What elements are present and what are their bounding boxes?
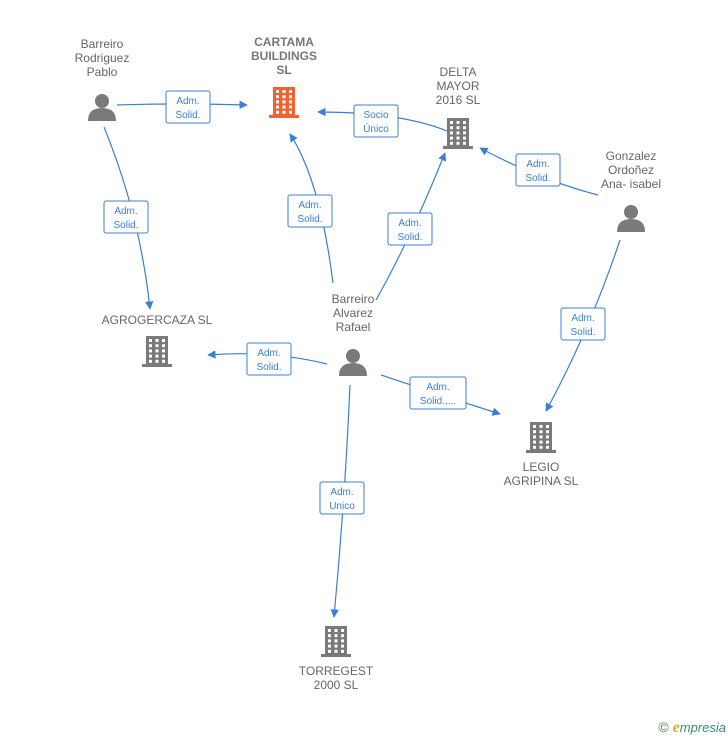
edge-label-box[interactable]: Adm. Solid. <box>287 194 333 228</box>
edge-label-frame <box>515 153 561 187</box>
node-label: Alvarez <box>333 306 373 320</box>
edge-label-box[interactable]: Adm. Solid. <box>165 90 211 124</box>
brand-name: mpresia <box>679 720 726 735</box>
person-icon <box>88 94 116 121</box>
edge-label-box[interactable]: Adm. Unico <box>319 481 365 515</box>
edge-barreiro_ar-to-legio: Adm. Solid.,... <box>380 374 501 416</box>
node-label: Ordoñez <box>608 163 654 177</box>
person-icon <box>339 349 367 376</box>
building-icon <box>321 626 351 657</box>
node-label: Rafael <box>336 320 371 334</box>
edge-label-text: Adm. <box>426 382 449 393</box>
node-label: BUILDINGS <box>251 49 317 63</box>
edge-label-text: Solid. <box>175 110 200 121</box>
edge-barreiro_ar-to-cartama: Adm. Solid. <box>287 133 334 284</box>
node-label: SL <box>276 63 291 77</box>
node-label: Barreiro <box>81 37 124 51</box>
building-icon <box>142 336 172 367</box>
edge-label-text: Solid. <box>297 214 322 225</box>
edge-label-text: Adm. <box>526 159 549 170</box>
edge-label-text: Solid. <box>113 220 138 231</box>
building-icon <box>443 118 473 149</box>
node-label: AGROGERCAZA SL <box>102 313 213 327</box>
edge-barreiro_ar-to-torregest: Adm. Unico <box>319 384 365 618</box>
node-agrogercaza[interactable]: AGROGERCAZA SL <box>102 313 213 367</box>
edge-gonzalez-to-legio: Adm. Solid. <box>545 239 621 412</box>
edge-label-text: Adm. <box>398 218 421 229</box>
edge-label-box[interactable]: Adm. Solid. <box>515 153 561 187</box>
node-label: AGRIPINA SL <box>504 474 579 488</box>
edge-label-box[interactable]: Adm. Solid. <box>387 212 433 246</box>
node-label: Gonzalez <box>606 149 657 163</box>
edge-label-frame <box>246 342 292 376</box>
edge-label-box[interactable]: Adm. Solid. <box>560 307 606 341</box>
edge-label-frame <box>103 200 149 234</box>
person-icon <box>617 205 645 232</box>
edge-label-frame <box>387 212 433 246</box>
edge-label-text: Único <box>363 122 389 135</box>
empresia-logo[interactable]: ©empresia <box>658 719 726 737</box>
node-label: LEGIO <box>523 460 560 474</box>
edge-label-text: Solid. <box>570 327 595 338</box>
edge-label-box[interactable]: Adm. Solid. <box>103 200 149 234</box>
edge-label-box[interactable]: Adm. Solid.,... <box>409 376 467 410</box>
node-label: Rodriguez <box>75 51 130 65</box>
edge-label-frame <box>319 481 365 515</box>
edge-barreiro_ar-to-delta: Adm. Solid. <box>375 152 447 301</box>
edge-label-frame <box>409 376 467 410</box>
copyright-icon: © <box>658 719 669 735</box>
brand-first-letter: e <box>672 719 680 736</box>
node-label: CARTAMA <box>254 35 314 49</box>
edge-label-text: Solid. <box>525 173 550 184</box>
building-icon <box>269 87 299 118</box>
node-label: MAYOR <box>436 79 479 93</box>
edge-barreiro_rp-to-agrogercaza: Adm. Solid. <box>103 126 154 310</box>
edge-line <box>289 133 334 284</box>
edge-label-frame <box>287 194 333 228</box>
node-label: Ana- isabel <box>601 177 661 191</box>
edge-label-text: Adm. <box>330 487 353 498</box>
node-label: TORREGEST <box>299 664 374 678</box>
node-label: 2000 SL <box>314 678 359 692</box>
edge-label-text: Solid. <box>256 362 281 373</box>
edge-label-box[interactable]: Adm. Solid. <box>246 342 292 376</box>
edge-barreiro_rp-to-cartama: Adm. Solid. <box>116 90 248 124</box>
edge-label-text: Adm. <box>571 313 594 324</box>
edge-label-frame <box>353 104 399 138</box>
edge-label-text: Solid.,... <box>420 396 456 407</box>
edge-label-text: Adm. <box>257 348 280 359</box>
node-label: Pablo <box>87 65 118 79</box>
edge-barreiro_ar-to-agrogercaza: Adm. Solid. <box>207 342 328 376</box>
edge-label-frame <box>560 307 606 341</box>
node-label: Barreiro <box>332 292 375 306</box>
edge-label-text: Adm. <box>176 96 199 107</box>
edge-label-text: Socio <box>363 110 388 121</box>
edge-label-text: Solid. <box>397 232 422 243</box>
node-label: DELTA <box>440 65 477 79</box>
edge-gonzalez-to-delta: Adm. Solid. <box>479 147 599 196</box>
edge-label-frame <box>165 90 211 124</box>
node-label: 2016 SL <box>436 93 481 107</box>
building-icon <box>526 422 556 453</box>
edge-label-text: Adm. <box>298 200 321 211</box>
edge-label-text: Adm. <box>114 206 137 217</box>
edge-label-text: Unico <box>329 501 355 512</box>
